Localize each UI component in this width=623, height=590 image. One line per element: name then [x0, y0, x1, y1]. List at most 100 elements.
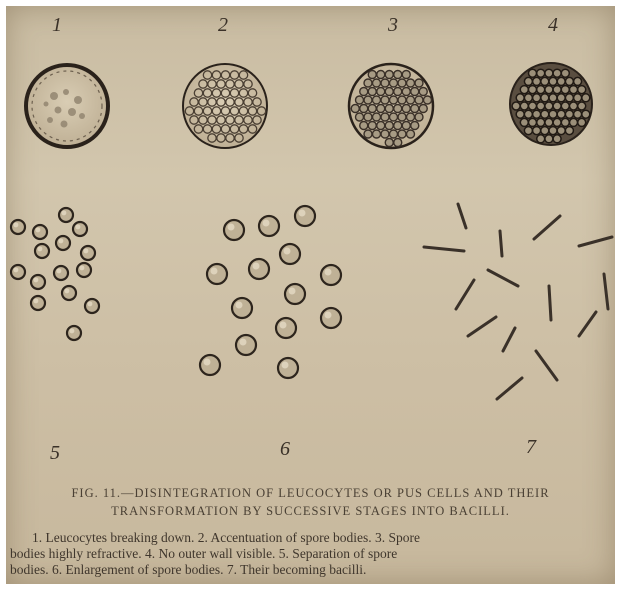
spore-body — [398, 113, 406, 121]
spore-body — [394, 88, 402, 96]
spore-body — [368, 71, 376, 79]
spore-body — [557, 127, 565, 135]
spore-body — [545, 135, 553, 143]
spore-body — [512, 102, 520, 110]
bacillus-rod — [497, 378, 522, 399]
bacillus-rod — [468, 317, 496, 336]
spore-body — [390, 113, 398, 121]
spore-group-5 — [11, 208, 99, 340]
spore-body — [541, 110, 549, 118]
spore-body — [415, 79, 423, 87]
spore-body — [31, 275, 45, 289]
spore-body — [200, 355, 220, 375]
spore-body — [402, 122, 410, 130]
spore-body — [407, 79, 415, 87]
spore-body — [373, 113, 381, 121]
spore-body — [398, 96, 406, 104]
spore-body — [537, 135, 545, 143]
cell-stage-3 — [349, 64, 433, 148]
spore-body — [424, 96, 432, 104]
bacilli-group-7 — [424, 204, 612, 399]
spore-body — [56, 236, 70, 250]
spore-body — [77, 263, 91, 277]
spore-body — [385, 122, 393, 130]
spore-body — [533, 127, 541, 135]
spore-body — [565, 127, 573, 135]
spore-body — [398, 130, 406, 138]
caption-title-line-1: FIG. 11.—DISINTEGRATION OF LEUCOCYTES OR… — [6, 484, 615, 502]
spore-body — [381, 96, 389, 104]
spore-body — [549, 127, 557, 135]
spore-body — [411, 88, 419, 96]
spore-body — [373, 79, 381, 87]
spore-body — [553, 118, 561, 126]
spore-body — [541, 94, 549, 102]
bacillus-rod — [458, 204, 466, 228]
spore-body — [356, 113, 364, 121]
spore-body — [549, 94, 557, 102]
spore-body — [574, 110, 582, 118]
spore-body — [561, 69, 569, 77]
spore-body — [351, 105, 359, 113]
spore-body — [390, 79, 398, 87]
spore-body — [578, 86, 586, 94]
spore-body — [373, 96, 381, 104]
spore-body — [11, 265, 25, 279]
spore-body — [570, 118, 578, 126]
spore-body — [385, 139, 393, 147]
spore-body — [529, 102, 537, 110]
spore-body — [360, 122, 368, 130]
spore-body — [207, 264, 227, 284]
spore-body — [364, 79, 372, 87]
spore-body — [364, 130, 372, 138]
spore-body — [278, 358, 298, 378]
spore-body — [381, 130, 389, 138]
spore-body — [553, 69, 561, 77]
spore-body — [411, 122, 419, 130]
spore-body — [377, 105, 385, 113]
figure-caption-title: FIG. 11.—DISINTEGRATION OF LEUCOCYTES OR… — [6, 484, 615, 520]
spore-body — [524, 110, 532, 118]
spore-body — [377, 71, 385, 79]
spore-body — [377, 122, 385, 130]
spore-body — [259, 216, 279, 236]
spore-body — [411, 105, 419, 113]
spore-body — [565, 94, 573, 102]
spore-body — [224, 220, 244, 240]
spore-body — [402, 88, 410, 96]
spore-body — [394, 122, 402, 130]
book-page: 1 2 3 4 5 6 7 — [6, 6, 615, 584]
bacillus-rod — [579, 312, 596, 336]
spore-body — [533, 77, 541, 85]
spore-body — [533, 110, 541, 118]
spore-body — [557, 94, 565, 102]
spore-body — [394, 71, 402, 79]
spore-body — [565, 77, 573, 85]
spore-body — [516, 94, 524, 102]
spore-body — [545, 86, 553, 94]
spore-body — [360, 105, 368, 113]
bacillus-rod — [534, 216, 560, 239]
spore-body — [295, 206, 315, 226]
caption-line-3: bodies. 6. Enlargement of spore bodies. … — [10, 562, 610, 578]
spore-body — [33, 225, 47, 239]
spore-body — [541, 127, 549, 135]
spore-body — [529, 86, 537, 94]
figure-caption-description: 1. Leucocytes breaking down. 2. Accentua… — [10, 530, 610, 578]
spore-body — [582, 110, 590, 118]
bacillus-rod — [500, 231, 502, 256]
spore-body — [549, 77, 557, 85]
spore-body — [529, 118, 537, 126]
spore-body — [373, 130, 381, 138]
spore-body — [385, 88, 393, 96]
spore-body — [537, 69, 545, 77]
spore-body — [360, 88, 368, 96]
spore-body — [407, 96, 415, 104]
spore-body — [553, 86, 561, 94]
spore-body — [578, 102, 586, 110]
spore-body — [565, 110, 573, 118]
spore-body — [385, 105, 393, 113]
spore-body — [524, 77, 532, 85]
spore-body — [236, 335, 256, 355]
spore-body — [394, 139, 402, 147]
